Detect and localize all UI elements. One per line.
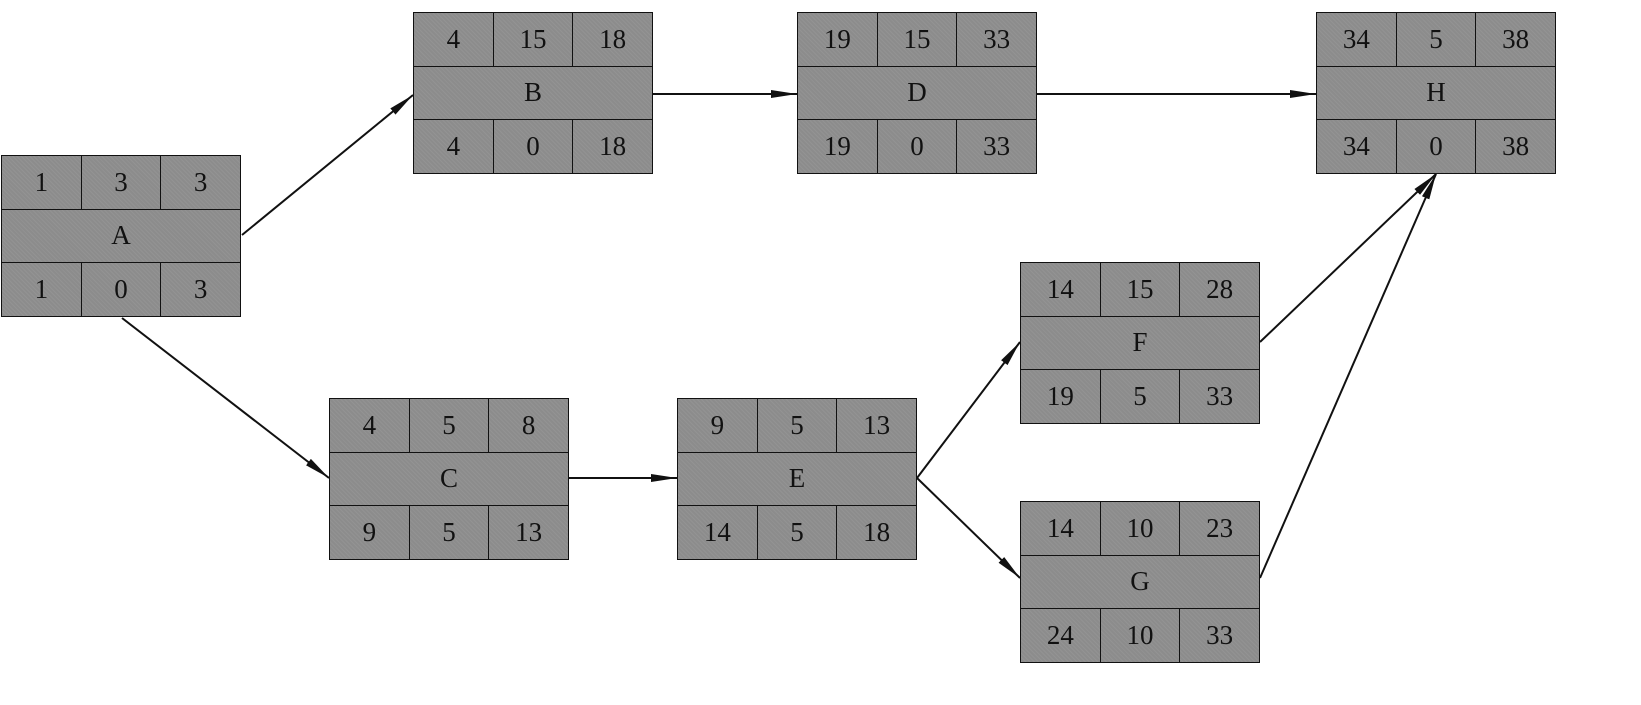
label-row: B [414, 66, 652, 120]
top-cell: 18 [572, 13, 652, 67]
activity-label: C [439, 463, 458, 494]
bottom-cell: 13 [488, 505, 568, 559]
activity-label: D [907, 77, 927, 108]
bottom-cell: 18 [836, 505, 916, 559]
top-cell: 3 [80, 156, 161, 210]
bottom-cell: 19 [823, 130, 851, 161]
bottom-cell: 33 [1179, 608, 1259, 662]
label-row: E [678, 452, 916, 506]
bottom-cell: 4 [446, 130, 461, 161]
bottom-cell: 5 [1099, 369, 1180, 423]
activity-label: F [1132, 327, 1148, 358]
top-cell: 5 [756, 399, 837, 453]
top-cell: 10 [1099, 502, 1180, 556]
activity-label: E [788, 463, 806, 494]
top-cell: 8 [488, 399, 568, 453]
bottom-cell: 5 [408, 505, 489, 559]
edge-f-h [1259, 173, 1437, 343]
top-cell: 15 [876, 13, 957, 67]
top-cell: 5 [1395, 13, 1476, 67]
bottom-cell: 34 [1342, 130, 1370, 161]
label-row: C [330, 452, 568, 506]
top-cell: 34 [1342, 24, 1370, 55]
top-cell: 13 [836, 399, 916, 453]
bottom-cell: 18 [572, 119, 652, 173]
label-row: G [1021, 555, 1259, 609]
bottom-cell: 33 [956, 119, 1036, 173]
bottom-cell: 1 [34, 273, 49, 304]
top-cell: 4 [362, 410, 377, 441]
label-row: H [1317, 66, 1555, 120]
activity-label: H [1426, 77, 1446, 108]
bottom-cell: 38 [1475, 119, 1555, 173]
bottom-cell: 0 [492, 119, 573, 173]
bottom-cell: 33 [1179, 369, 1259, 423]
top-cell: 15 [492, 13, 573, 67]
top-cell: 3 [160, 156, 240, 210]
label-row: F [1021, 316, 1259, 370]
top-cell: 23 [1179, 502, 1259, 556]
bottom-cell: 3 [160, 262, 240, 316]
bottom-cell: 24 [1046, 619, 1074, 650]
bottom-cell: 10 [1099, 608, 1180, 662]
label-row: D [798, 66, 1036, 120]
edge-e-f [916, 341, 1021, 479]
activity-label: G [1130, 566, 1150, 597]
top-cell: 38 [1475, 13, 1555, 67]
label-row: A [2, 209, 240, 263]
bottom-cell: 19 [1046, 380, 1074, 411]
top-cell: 15 [1099, 263, 1180, 317]
bottom-cell: 0 [80, 262, 161, 316]
edge-a-c [121, 317, 330, 479]
bottom-cell: 9 [362, 516, 377, 547]
bottom-cell: 14 [703, 516, 731, 547]
bottom-cell: 0 [876, 119, 957, 173]
top-cell: 4 [446, 24, 461, 55]
activity-label: A [111, 220, 131, 251]
bottom-cell: 5 [756, 505, 837, 559]
edge-a-b [241, 94, 414, 236]
top-cell: 14 [1046, 513, 1074, 544]
activity-label: B [523, 77, 542, 108]
edge-g-h [1259, 173, 1437, 579]
bottom-cell: 0 [1395, 119, 1476, 173]
edge-e-g [916, 477, 1021, 579]
top-cell: 9 [710, 410, 725, 441]
top-cell: 14 [1046, 274, 1074, 305]
top-cell: 19 [823, 24, 851, 55]
top-cell: 1 [34, 167, 49, 198]
top-cell: 5 [408, 399, 489, 453]
top-cell: 33 [956, 13, 1036, 67]
top-cell: 28 [1179, 263, 1259, 317]
